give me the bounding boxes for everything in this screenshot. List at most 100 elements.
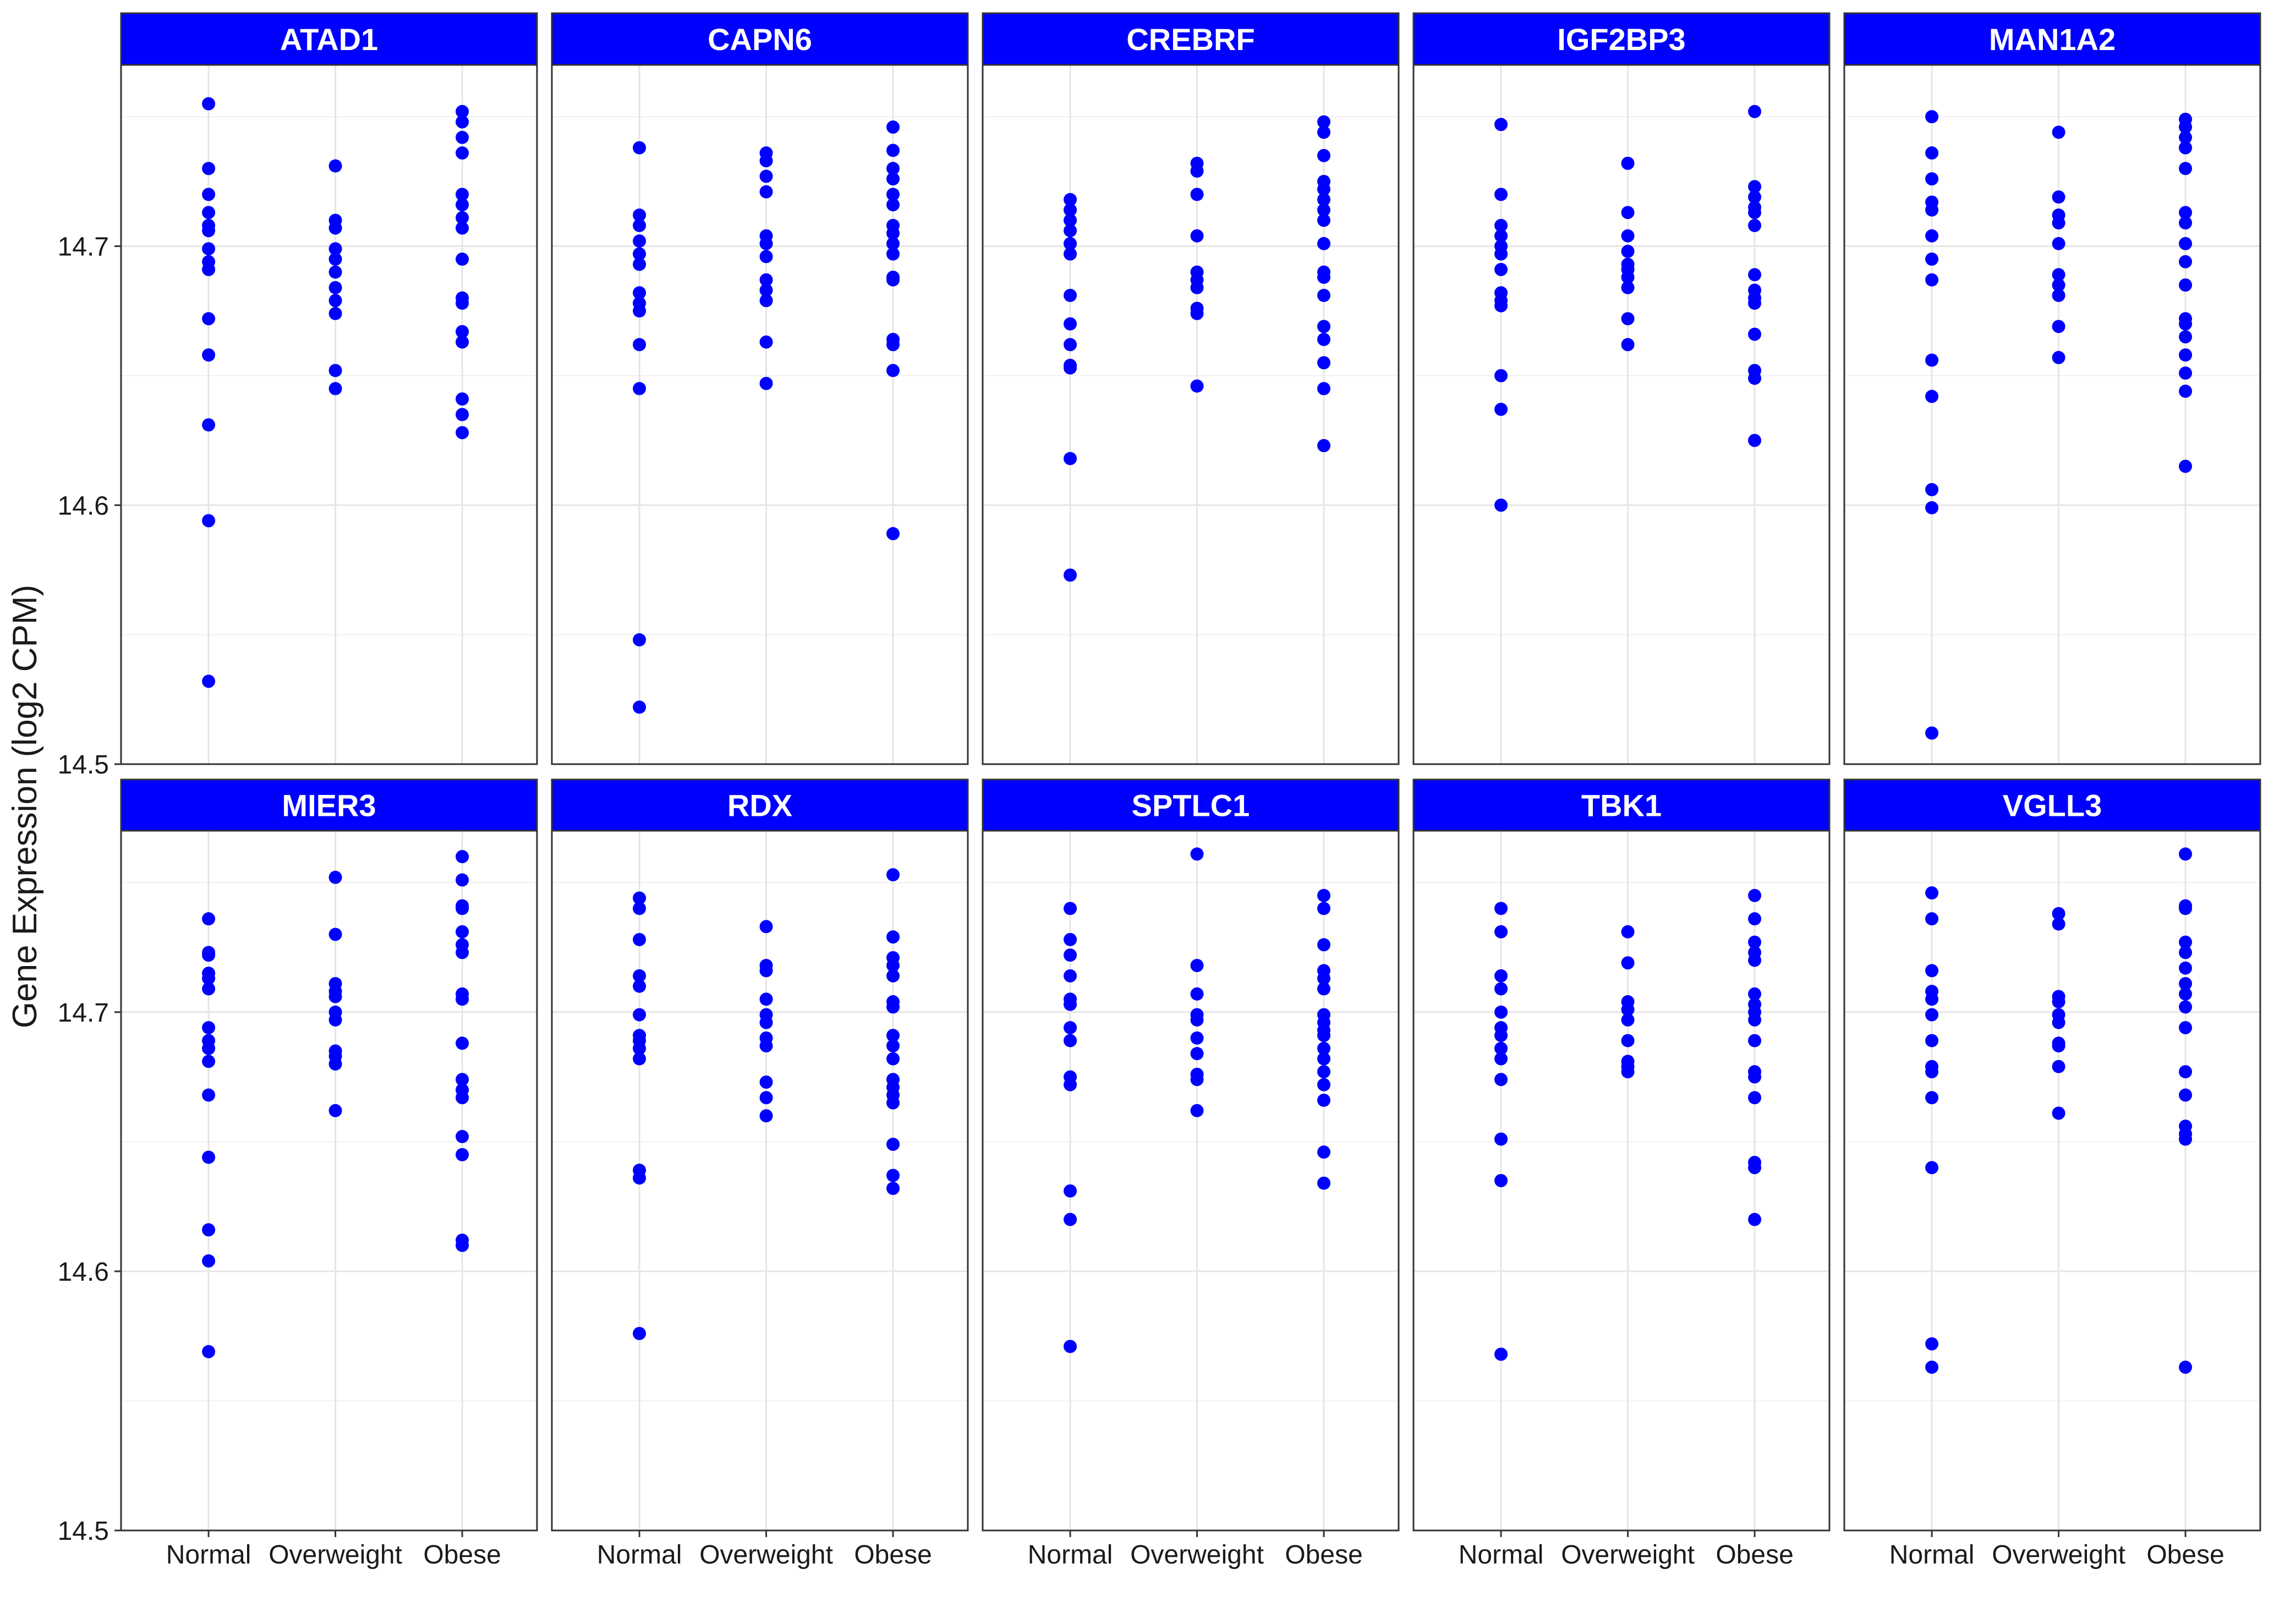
- data-point: [1317, 332, 1331, 346]
- data-point: [1064, 932, 1077, 946]
- data-point: [2179, 1065, 2193, 1079]
- data-point: [1494, 1005, 1508, 1019]
- facet-strip-label: CAPN6: [708, 22, 812, 57]
- data-point: [2179, 278, 2193, 292]
- data-point: [1621, 925, 1635, 939]
- facet-strip-label: TBK1: [1581, 788, 1662, 823]
- data-point: [1190, 1104, 1204, 1117]
- data-point: [1494, 299, 1508, 312]
- data-point: [2179, 1360, 2193, 1374]
- data-point: [456, 115, 469, 129]
- data-point: [1621, 271, 1635, 284]
- data-point: [1748, 297, 1762, 310]
- data-point: [759, 250, 773, 264]
- data-point: [2052, 237, 2065, 250]
- data-point: [886, 527, 900, 541]
- data-point: [2179, 237, 2193, 250]
- data-point: [1317, 1145, 1331, 1159]
- data-point: [759, 335, 773, 349]
- data-point: [1748, 1161, 1762, 1175]
- data-point: [1064, 213, 1077, 227]
- x-tick-label: Obese: [1285, 1540, 1362, 1570]
- data-point: [2179, 961, 2193, 975]
- data-point: [1064, 1078, 1077, 1091]
- data-point: [1925, 501, 1939, 514]
- data-point: [328, 242, 342, 256]
- data-point: [1494, 403, 1508, 416]
- data-point: [886, 188, 900, 201]
- data-point: [1064, 568, 1077, 582]
- facet-strip: [1412, 12, 1831, 66]
- data-point: [2179, 255, 2193, 268]
- data-point: [456, 1238, 469, 1252]
- data-point: [886, 958, 900, 972]
- data-point: [1064, 361, 1077, 375]
- data-point: [456, 925, 469, 939]
- data-point: [1064, 1212, 1077, 1226]
- data-point: [1190, 958, 1204, 972]
- data-point: [886, 930, 900, 944]
- data-point: [2179, 1132, 2193, 1146]
- data-point: [1190, 1073, 1204, 1087]
- data-point: [633, 891, 646, 905]
- data-point: [886, 237, 900, 250]
- data-point: [456, 1073, 469, 1087]
- data-point: [1064, 1340, 1077, 1353]
- data-point: [328, 928, 342, 941]
- data-point: [886, 1168, 900, 1182]
- data-point: [1494, 188, 1508, 201]
- x-tick-label: Obese: [854, 1540, 931, 1570]
- data-point: [1064, 237, 1077, 250]
- data-point: [328, 265, 342, 279]
- y-tick-label: 14.5: [58, 750, 109, 780]
- data-point: [1925, 1091, 1939, 1105]
- y-tick-label: 14.6: [58, 1258, 109, 1287]
- data-point: [1494, 369, 1508, 382]
- x-tick-label: Obese: [2146, 1540, 2224, 1570]
- data-point: [2052, 1016, 2065, 1029]
- data-point: [1494, 229, 1508, 243]
- data-point: [886, 1138, 900, 1151]
- data-point: [1748, 1034, 1762, 1047]
- data-point: [456, 1091, 469, 1105]
- data-point: [1494, 247, 1508, 261]
- x-tick-label: Normal: [1459, 1540, 1544, 1570]
- data-point: [2179, 946, 2193, 959]
- data-point: [759, 185, 773, 199]
- data-point: [456, 253, 469, 266]
- data-point: [759, 964, 773, 978]
- data-point: [456, 188, 469, 201]
- facet-strip: [120, 778, 538, 832]
- data-point: [886, 226, 900, 240]
- data-point: [328, 221, 342, 235]
- data-point: [759, 1075, 773, 1089]
- data-point: [633, 304, 646, 318]
- data-point: [456, 873, 469, 887]
- data-point: [2052, 1039, 2065, 1053]
- facet-strip: [120, 12, 538, 66]
- data-point: [2052, 907, 2065, 920]
- data-point: [1317, 1041, 1331, 1055]
- data-point: [1925, 229, 1939, 243]
- data-point: [1317, 902, 1331, 915]
- facet-strip-label: RDX: [727, 788, 792, 823]
- data-point: [2052, 288, 2065, 302]
- data-point: [1317, 1052, 1331, 1066]
- data-point: [759, 273, 773, 287]
- data-point: [1494, 1132, 1508, 1146]
- data-point: [456, 946, 469, 959]
- data-point: [1190, 1013, 1204, 1027]
- data-point: [1621, 281, 1635, 294]
- data-point: [2052, 1060, 2065, 1073]
- panel-capn6: CAPN6: [551, 12, 969, 765]
- data-point: [1064, 288, 1077, 302]
- facet-strip-label: MIER3: [282, 788, 376, 823]
- data-point: [1064, 317, 1077, 331]
- data-point: [456, 221, 469, 235]
- data-point: [886, 273, 900, 287]
- data-point: [1317, 125, 1331, 139]
- data-point: [2179, 1088, 2193, 1102]
- facet-strip-label: VGLL3: [2003, 788, 2102, 823]
- data-point: [2052, 125, 2065, 139]
- x-tick-label: Normal: [166, 1540, 251, 1570]
